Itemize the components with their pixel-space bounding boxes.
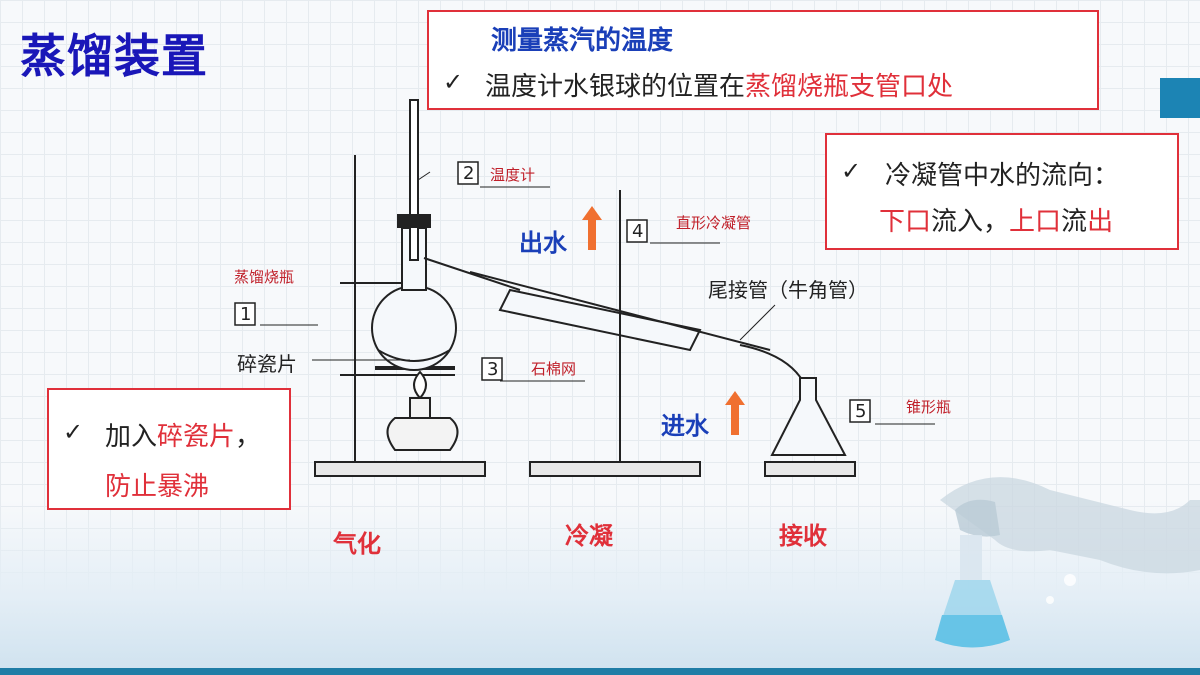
thermometer (409, 99, 419, 261)
thermometer-note-highlight: 蒸馏烧瓶支管口处 (745, 72, 954, 102)
diagram-number-1: 1 (240, 304, 251, 325)
adapter-printed-label: 尾接管（牛角管） (708, 278, 868, 302)
asbestos-label: 石棉网 (531, 360, 577, 378)
thermometer-note-line: 温度计水银球的位置在蒸馏烧瓶支管口处 (485, 66, 953, 103)
left-stand-base (314, 461, 486, 477)
stage-vaporize: 气化 (333, 530, 381, 558)
chips-prefix: 加入 (105, 422, 158, 452)
condenser-note-box: ✓ 冷凝管中水的流向： 下口流入，上口流出 (825, 133, 1179, 250)
hand-holding-flask-illustration (935, 477, 1200, 648)
boiling-chips-line1: 加入碎瓷片， (105, 416, 261, 453)
receiver-base (764, 461, 856, 477)
flow-in-text: 流入， (931, 207, 1010, 237)
condenser-label: 直形冷凝管 (676, 214, 752, 232)
diagram-number-4: 4 (632, 221, 643, 242)
chips-printed-label: 碎瓷片 (237, 352, 297, 376)
outlet-text: 上口 (1009, 207, 1062, 237)
liquid-level (377, 349, 451, 362)
boiling-chips-line2: 防止暴沸 (105, 472, 210, 502)
flow-text: 流 (1061, 207, 1088, 237)
thermometer-note-prefix: 温度计水银球的位置在 (485, 72, 746, 102)
stage-receive: 接收 (779, 522, 827, 550)
boiling-chips-note-box: ✓ 加入碎瓷片， 防止暴沸 (47, 388, 291, 510)
alcohol-lamp (386, 417, 459, 451)
diagram-number-5: 5 (855, 401, 866, 422)
straight-condenser (498, 288, 702, 352)
thermometer-label: 温度计 (490, 166, 536, 184)
chips-highlight: 碎瓷片 (157, 422, 236, 452)
condenser-note-line2: 下口流入，上口流出 (879, 201, 1113, 238)
side-arm (423, 257, 521, 291)
water-in-arrow (725, 391, 745, 435)
slide-title: 蒸馏装置 (20, 29, 208, 83)
flask-label: 蒸馏烧瓶 (234, 268, 295, 286)
inlet-text: 下口 (879, 207, 932, 237)
stage-condense: 冷凝 (565, 522, 613, 550)
receiver-flask-label: 锥形瓶 (906, 398, 952, 416)
flame (413, 370, 427, 399)
thermometer-note-heading: 测量蒸汽的温度 (491, 26, 674, 56)
water-out-label: 出水 (519, 229, 567, 257)
diagram-number-3: 3 (487, 359, 498, 380)
thermometer-note-box: 测量蒸汽的温度 ✓ 温度计水银球的位置在蒸馏烧瓶支管口处 (427, 10, 1099, 110)
out-text: 出 (1087, 207, 1114, 237)
check-icon: ✓ (841, 157, 862, 185)
middle-stand-base (529, 461, 701, 477)
receiving-flask (770, 377, 847, 456)
adapter-tube (739, 344, 806, 386)
distillation-flask (371, 285, 457, 371)
chips-suffix: ， (235, 422, 262, 452)
corner-tab-decoration (1160, 78, 1200, 118)
condenser-note-line1: 冷凝管中水的流向： (885, 161, 1120, 191)
water-in-label: 进水 (661, 412, 709, 440)
diagram-number-2: 2 (463, 163, 474, 184)
water-out-arrow (582, 206, 602, 250)
check-icon: ✓ (443, 68, 464, 96)
check-icon: ✓ (63, 418, 84, 446)
bottom-stripe (0, 668, 1200, 675)
